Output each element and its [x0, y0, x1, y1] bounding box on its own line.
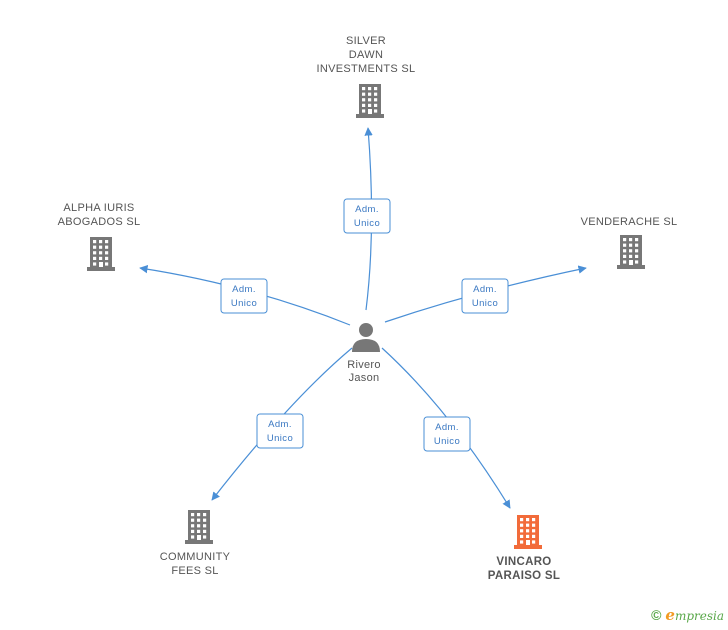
role-badge-vend[interactable]: Adm. Unico	[461, 278, 509, 314]
svg-text:FEES SL: FEES SL	[171, 565, 218, 577]
role-text: Unico	[434, 436, 460, 447]
edge-comm	[211, 347, 353, 501]
role-text: Adm.	[268, 419, 292, 430]
copyright-icon: ©	[651, 607, 662, 623]
role-badge-comm[interactable]: Adm. Unico	[256, 413, 304, 449]
role-text: Adm.	[435, 422, 459, 433]
svg-text:SILVER: SILVER	[346, 35, 386, 47]
role-text: Unico	[231, 298, 257, 309]
svg-text:PARAISO SL: PARAISO SL	[488, 570, 560, 582]
building-icon	[617, 235, 645, 269]
company-label-comm[interactable]: COMMUNITY FEES SL	[160, 551, 231, 577]
role-text: Unico	[354, 218, 380, 229]
nodes-layer: SILVER DAWN INVESTMENTS SL ALPHA IURIS ABOGA…	[58, 35, 678, 582]
company-label-vend[interactable]: VENDERACHE SL	[581, 216, 678, 228]
building-icon	[87, 237, 115, 271]
building-icon	[514, 515, 542, 549]
svg-text:INVESTMENTS SL: INVESTMENTS SL	[317, 63, 416, 75]
role-text: Unico	[267, 433, 293, 444]
role-text: Adm.	[232, 284, 256, 295]
edges-layer	[139, 127, 587, 509]
building-icon	[185, 510, 213, 544]
footer-brand[interactable]: © empresia	[651, 606, 724, 624]
svg-text:ALPHA IURIS: ALPHA IURIS	[63, 202, 134, 214]
building-icon	[356, 84, 384, 118]
role-badge-alpha[interactable]: Adm. Unico	[220, 278, 268, 314]
svg-text:ABOGADOS SL: ABOGADOS SL	[58, 216, 141, 228]
company-label-silver[interactable]: SILVER DAWN INVESTMENTS SL	[317, 35, 416, 75]
svg-text:DAWN: DAWN	[349, 49, 383, 61]
person-name: Rivero	[347, 359, 381, 371]
person-name: Jason	[349, 372, 380, 384]
role-text: Adm.	[355, 204, 379, 215]
company-label-vinc[interactable]: VINCARO PARAISO SL	[488, 556, 560, 582]
svg-text:VINCARO: VINCARO	[496, 556, 551, 568]
role-text: Adm.	[473, 284, 497, 295]
role-badge-vinc[interactable]: Adm. Unico	[423, 416, 471, 452]
company-label-alpha[interactable]: ALPHA IURIS ABOGADOS SL	[58, 202, 141, 228]
svg-text:COMMUNITY: COMMUNITY	[160, 551, 231, 563]
role-badge-silver[interactable]: Adm. Unico	[343, 198, 391, 234]
brand-logo: empresia	[665, 606, 724, 624]
roles-layer: Adm.UnicoAdm.UnicoAdm.UnicoAdm.UnicoAdm.…	[220, 198, 509, 452]
svg-text:VENDERACHE SL: VENDERACHE SL	[581, 216, 678, 228]
role-text: Unico	[472, 298, 498, 309]
person-icon	[352, 323, 380, 352]
